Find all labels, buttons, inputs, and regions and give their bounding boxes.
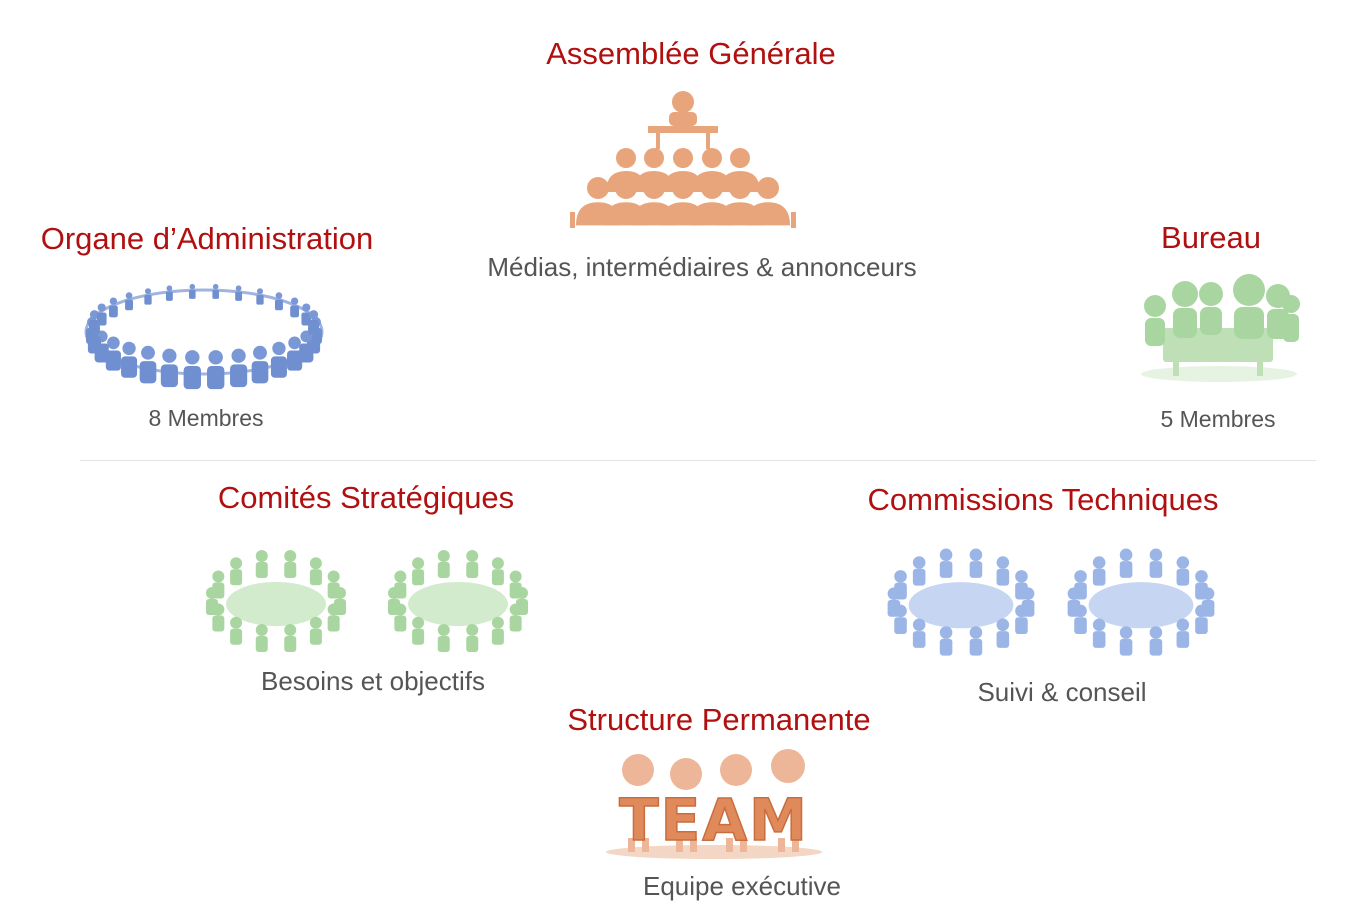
- round-table-meeting-icon: [887, 548, 1035, 656]
- meeting-table-icon: [1141, 274, 1300, 382]
- team-logo-text: TEAM: [619, 786, 809, 854]
- assemblee-title: Assemblée Générale: [546, 36, 836, 71]
- section-divider: [80, 460, 1316, 461]
- team-figures-icon: TEAM: [606, 749, 822, 859]
- round-table-meeting-icon: [206, 549, 346, 653]
- organe-subtitle: 8 Membres: [148, 405, 264, 431]
- structure-subtitle: Equipe exécutive: [642, 871, 842, 901]
- bureau-title: Bureau: [1161, 220, 1261, 255]
- commissions-subtitle: Suivi & conseil: [977, 677, 1147, 707]
- comites-title: Comités Stratégiques: [217, 480, 515, 515]
- structure-title: Structure Permanente: [567, 702, 871, 737]
- round-table-meeting-icon: [388, 549, 528, 653]
- organe-title: Organe d’Administration: [40, 221, 374, 256]
- assemblee-subtitle: Médias, intermédiaires & annonceurs: [487, 252, 917, 282]
- commissions-title: Commissions Techniques: [867, 482, 1219, 517]
- comites-subtitle: Besoins et objectifs: [260, 666, 485, 696]
- round-table-meeting-icon: [1067, 548, 1215, 656]
- audience-presenter-icon: [570, 91, 796, 228]
- bureau-subtitle: 5 Membres: [1160, 406, 1276, 432]
- ring-of-people-icon: [84, 283, 324, 390]
